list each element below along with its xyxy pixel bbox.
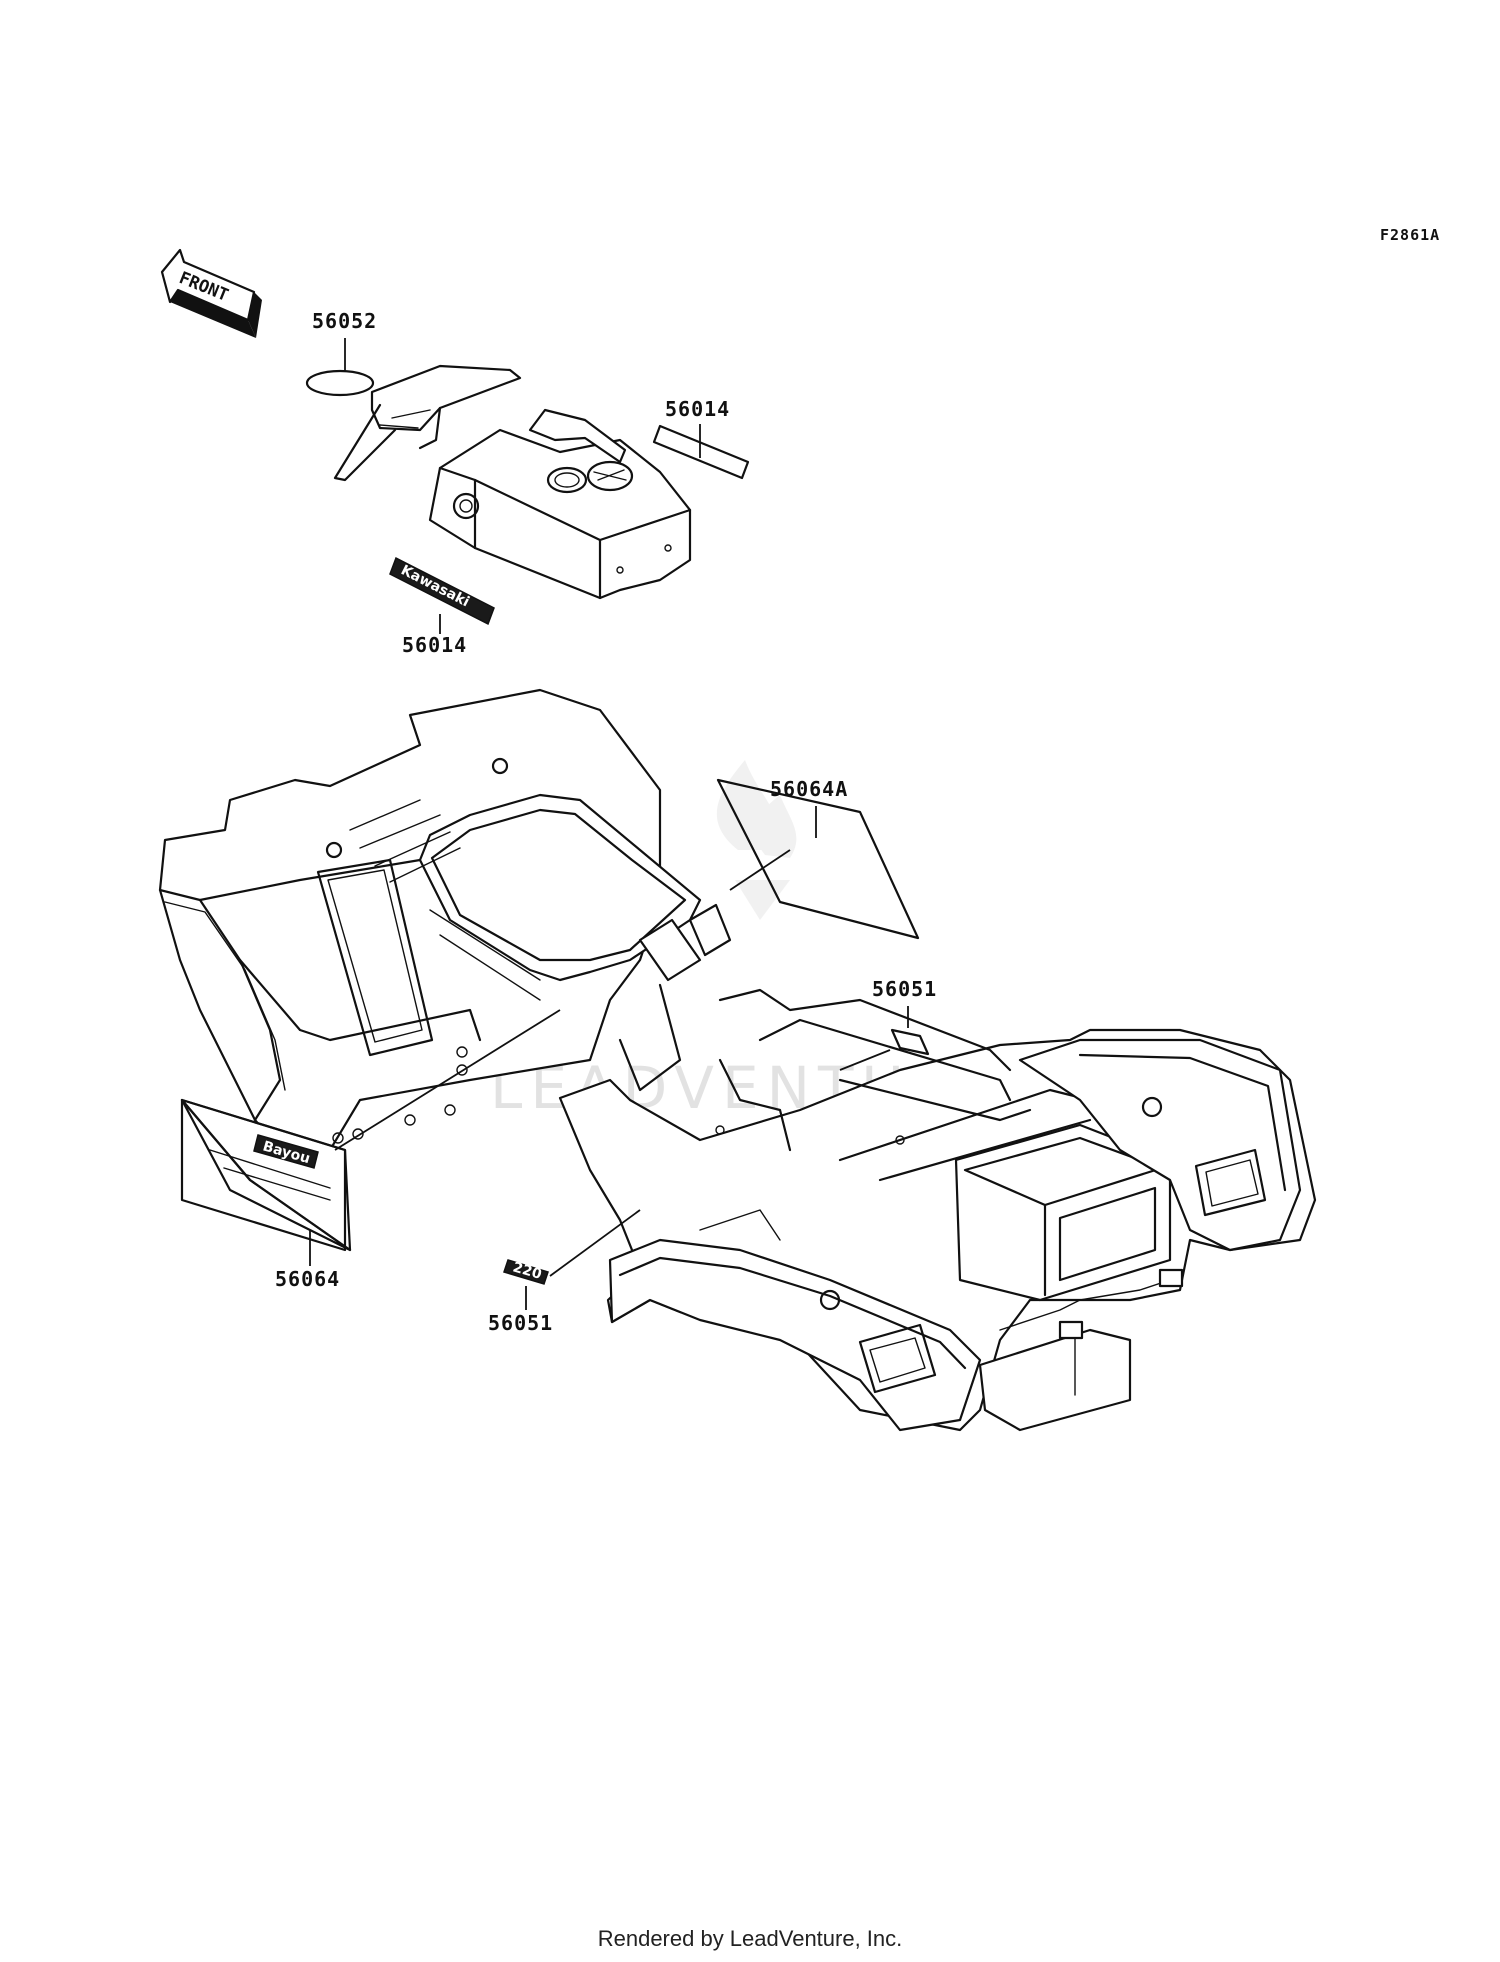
front-arrow-icon: FRONT (160, 248, 262, 338)
figure-id: F2861A (1380, 226, 1440, 244)
callout-56064-label: 56064 (275, 1267, 340, 1291)
kawasaki-decal-text: Kawasaki (398, 562, 472, 610)
callout-56051-bottom: 56051 (488, 1209, 641, 1335)
callout-56014-top: 56014 (665, 397, 730, 458)
decal-56064A (716, 778, 920, 940)
callout-56064A: 56064A (729, 777, 848, 891)
callout-56014-bottom: 56014 (402, 614, 467, 657)
decal-56014-top (652, 424, 750, 480)
callout-56064: 56064 (275, 1009, 561, 1291)
decal-56052 (305, 369, 375, 397)
footer-credit: Rendered by LeadVenture, Inc. (597, 1926, 903, 1951)
kawasaki-decal: Kawasaki (389, 556, 495, 626)
callout-56014-bottom-label: 56014 (402, 633, 467, 657)
decal-56064: Bayou (180, 1098, 352, 1252)
rear-fender-part (558, 988, 1317, 1432)
decal-56051-top (890, 1028, 930, 1056)
callout-56014-top-label: 56014 (665, 397, 730, 421)
callout-56052: 56052 (312, 309, 377, 372)
decal-56051-bottom: 220 (503, 1259, 549, 1285)
callout-56051-top-label: 56051 (872, 977, 937, 1001)
model-badge-text: 220 (511, 1259, 544, 1283)
front-fender-part (158, 688, 732, 1162)
callout-56064A-label: 56064A (770, 777, 848, 801)
callout-56051-bottom-label: 56051 (488, 1311, 553, 1335)
callout-56052-label: 56052 (312, 309, 377, 333)
headlight-cover-part (305, 364, 692, 600)
callout-56051-top: 56051 (839, 977, 937, 1071)
